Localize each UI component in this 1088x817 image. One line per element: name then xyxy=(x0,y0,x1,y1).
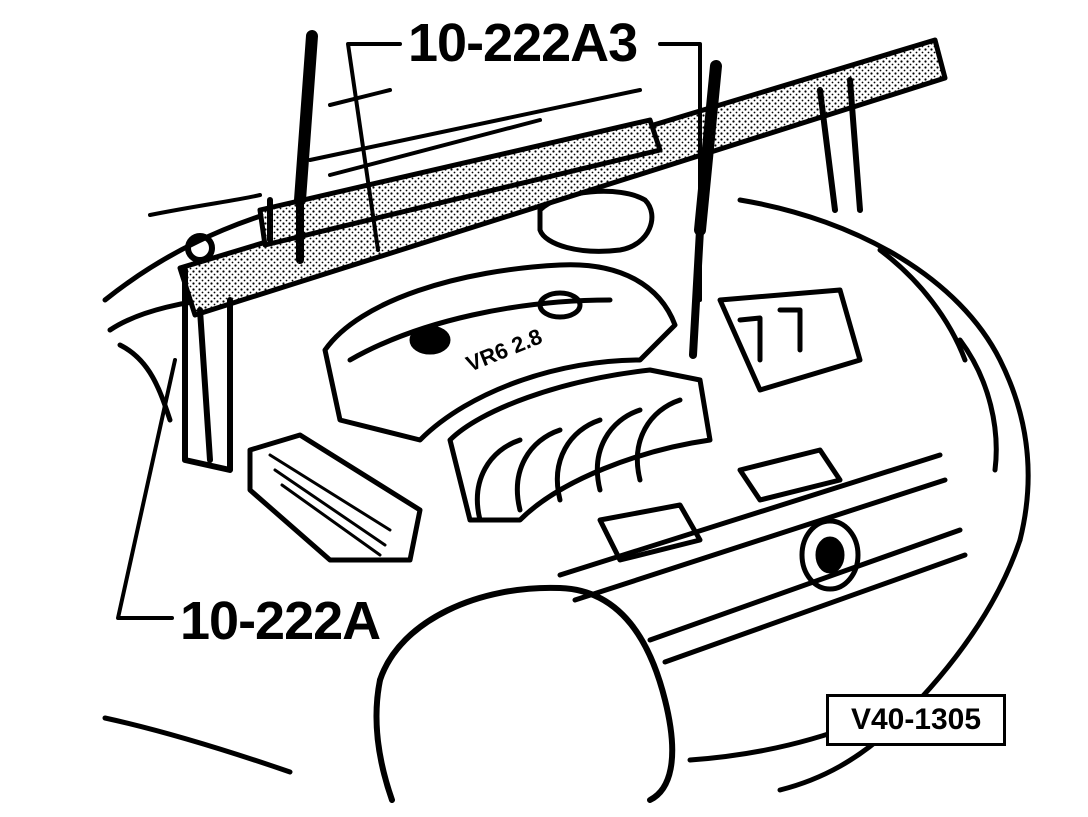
firewall-lines xyxy=(148,88,642,217)
tool-label-10-222a3: 10-222A3 xyxy=(404,16,642,70)
headlight xyxy=(373,584,676,803)
intake-runners xyxy=(447,367,713,523)
tool-label-10-222a: 10-222A xyxy=(176,594,385,648)
leader-lines xyxy=(116,42,702,620)
spindle-hooks xyxy=(294,30,722,359)
figure-code: V40-1305 xyxy=(826,694,1006,746)
front-panel xyxy=(557,447,968,665)
air-filter-box xyxy=(247,432,423,563)
battery xyxy=(717,287,863,393)
support-legs xyxy=(182,77,863,473)
support-crossbar xyxy=(177,37,948,318)
pulley xyxy=(799,518,861,592)
engine-cover xyxy=(322,262,678,443)
